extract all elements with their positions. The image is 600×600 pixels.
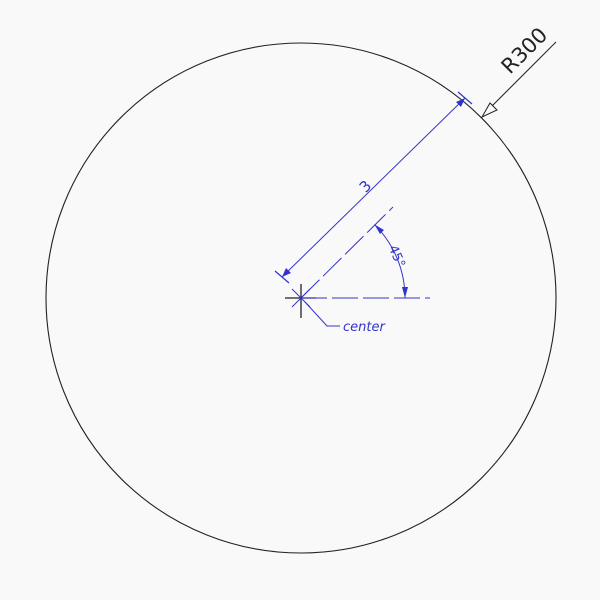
linear-dimension-arrow-start <box>282 268 291 277</box>
linear-dimension-arrow-end <box>456 98 465 107</box>
main-circle <box>45 42 557 554</box>
linear-dimension-label: 3 <box>356 177 375 196</box>
center-label: center <box>343 320 386 335</box>
radius-leader-arrow <box>480 102 498 119</box>
radius-label: R300 <box>497 23 553 79</box>
angle-arrowhead-bottom <box>402 287 408 298</box>
angle-label: 45° <box>385 243 408 270</box>
radius-leader-line <box>491 41 557 107</box>
angle-arrowhead-top <box>374 224 384 234</box>
center-leader-line <box>304 301 340 327</box>
center-mark <box>285 284 316 318</box>
linear-dimension-line <box>281 97 466 278</box>
angled-reference-line <box>300 206 394 299</box>
